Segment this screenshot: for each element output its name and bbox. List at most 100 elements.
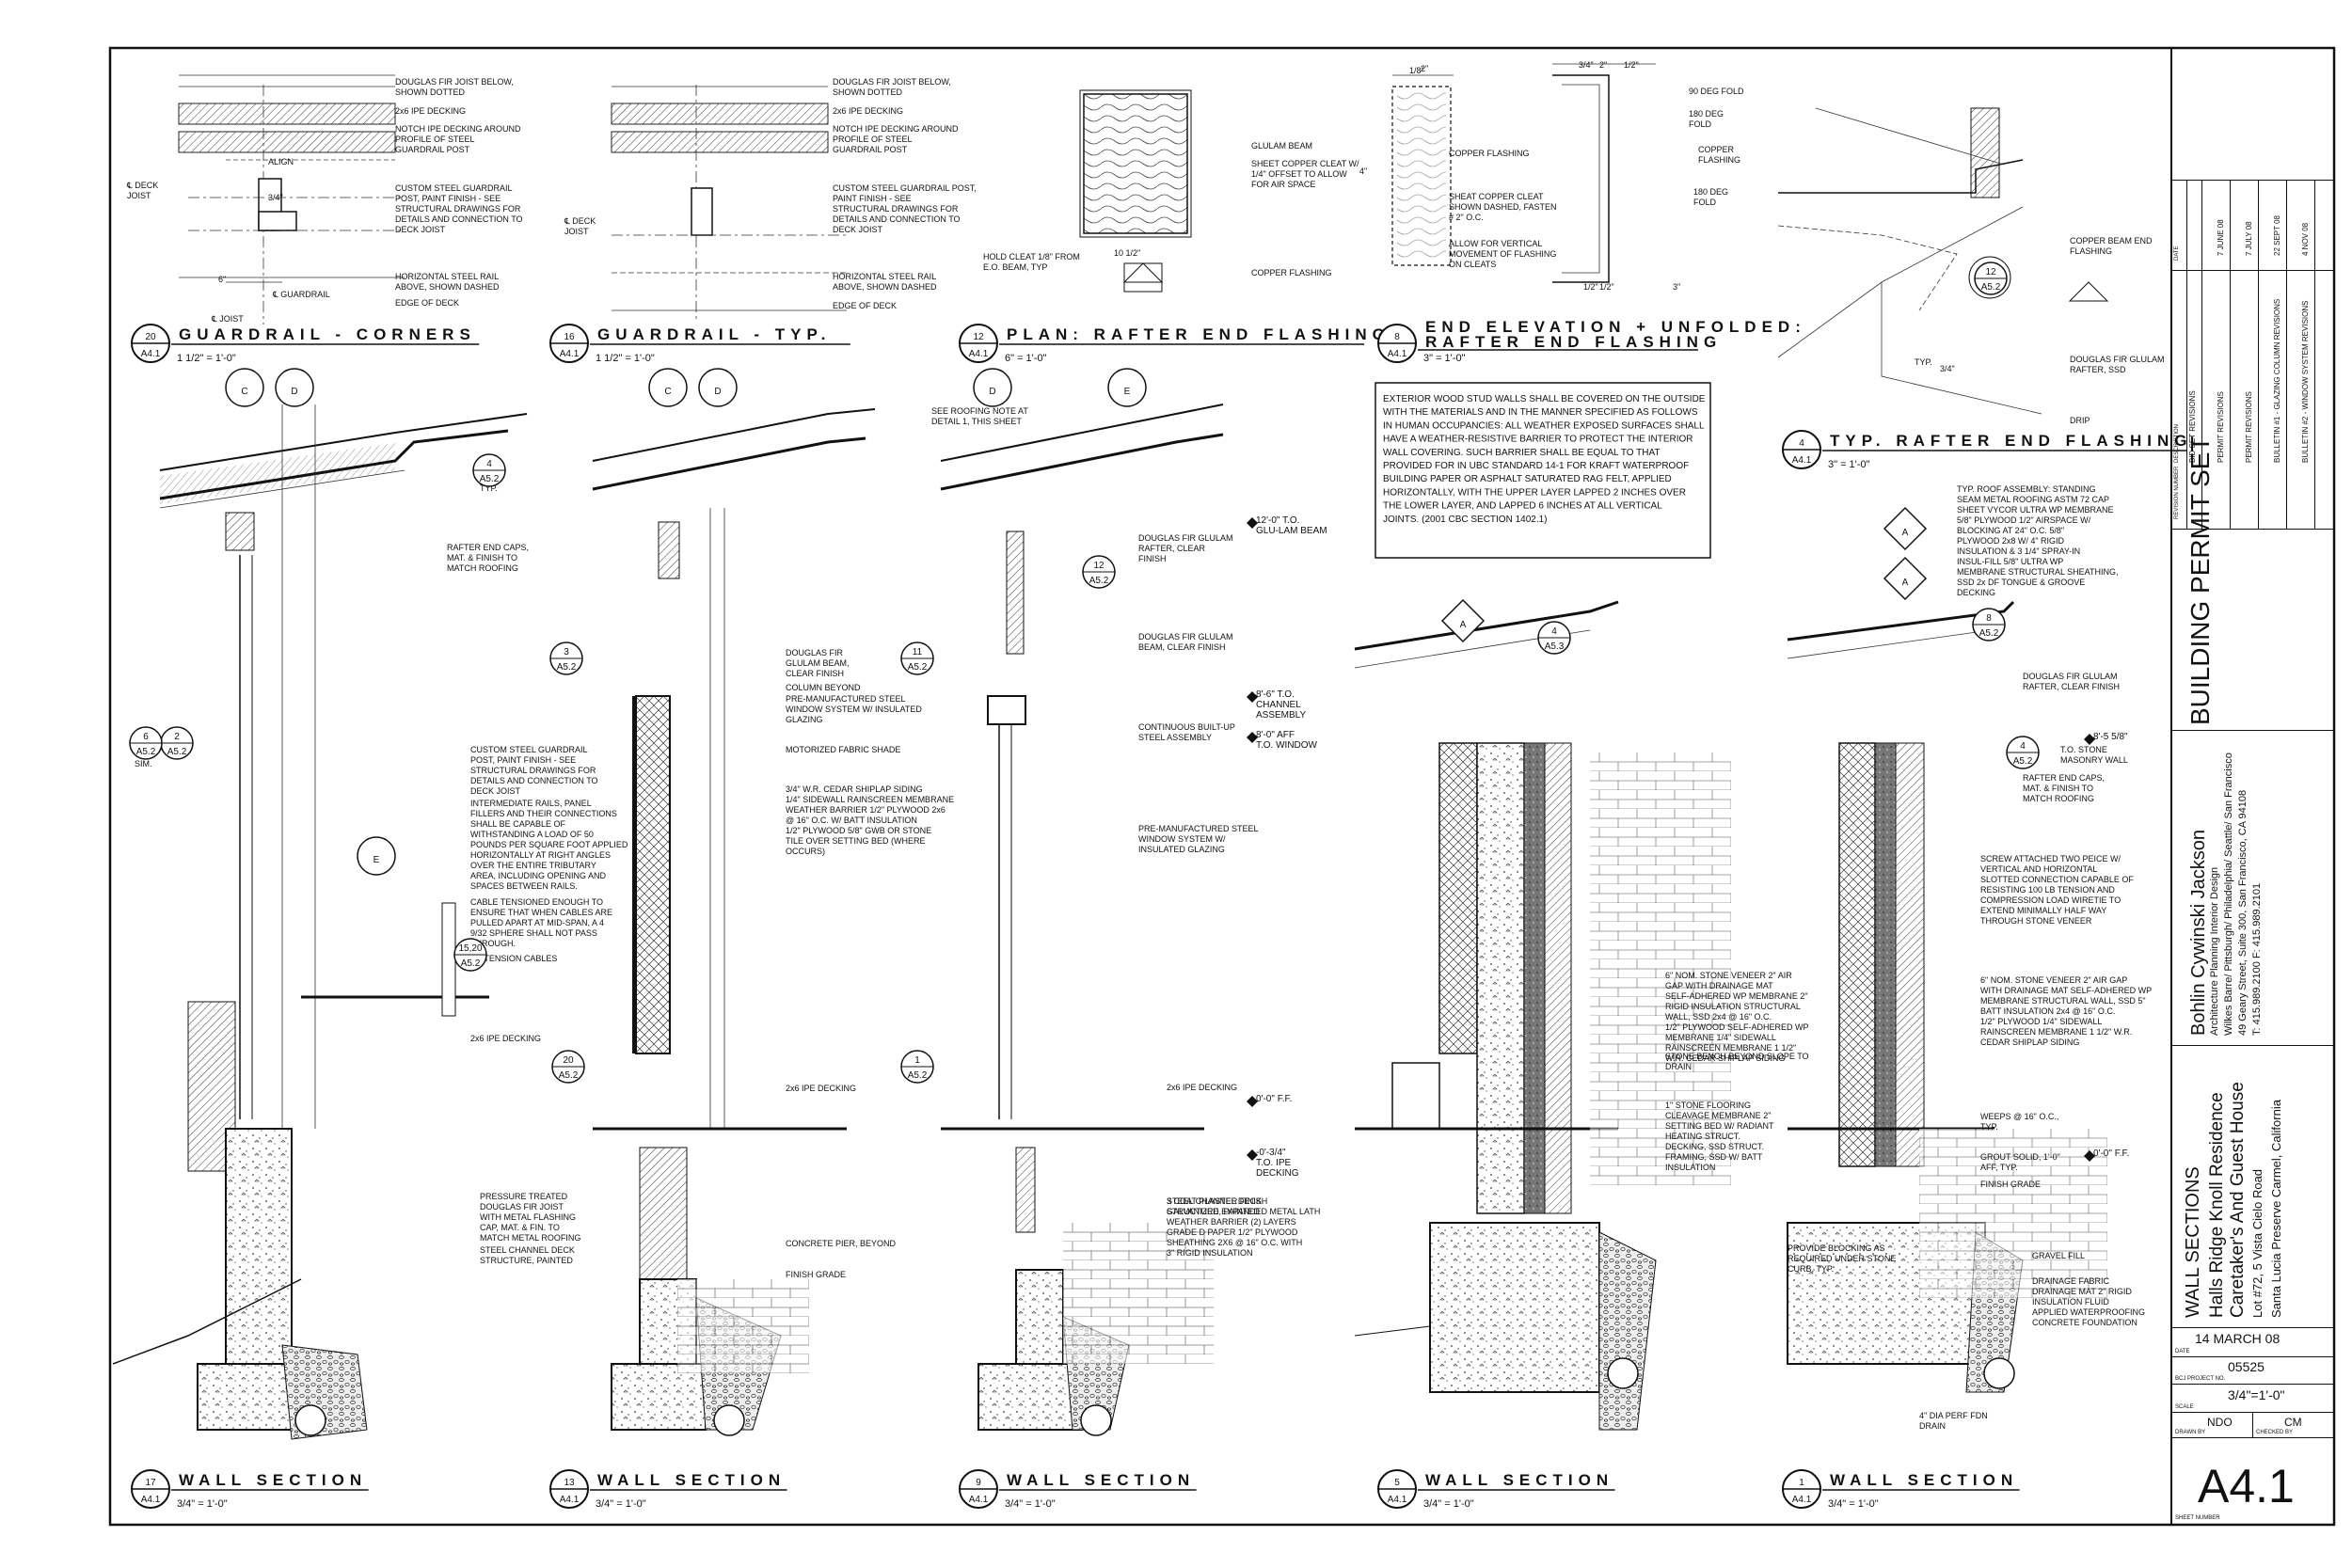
d4-note-2: DRIP [2070,416,2090,425]
grid-bubble-C: C [225,368,264,407]
grid-label: A [1902,578,1909,588]
detail-number: 9 [976,1478,981,1488]
ws17-note-5: 2x6 IPE DECKING [470,1034,541,1043]
grid-label: D [291,387,297,397]
ref-detail-number: 1 [914,1055,920,1066]
revision-desc: PERMIT REVISIONS [2217,391,2225,463]
wall-section-1 [1787,600,2107,1393]
ws13-note-1: COLUMN BEYOND [786,683,861,692]
d20-note-0: DOUGLAS FIR JOIST BELOW,SHOWN DOTTED [395,77,514,97]
ws13-note-5: 2x6 IPE DECKING [786,1084,856,1093]
detail-sheet-ref: A4.1 [141,1495,161,1505]
detail-sheet-ref: A4.1 [560,1495,580,1505]
section-ref-bubble: 3A5.2 [549,641,583,675]
d8-note-0: 90 DEG FOLD [1689,87,1744,96]
detail-number: 8 [1394,332,1400,342]
detail-12-plan-rafter-end-flashing [1079,89,1192,293]
d20-note-1: 2x6 IPE DECKING [395,106,466,116]
scale-value: 3/4"=1'-0" [2228,1387,2285,1402]
ref-sheet-number: A5.2 [1089,576,1109,586]
revision-desc: BULLETIN #1 - GLAZING COLUMN REVISIONS [2273,298,2281,463]
dimension-label: 6" [218,275,226,284]
wall-section-17 [112,404,528,1440]
d12-note-0: GLULAM BEAM [1251,141,1312,150]
dimension-label: 3" [1673,282,1680,292]
project-name-1: Halls Ridge Knoll Residence [2207,1092,2227,1318]
detail-scale: 3/4" = 1'-0" [177,1498,228,1510]
ref-sheet-number: A5.2 [908,662,928,673]
elevation-marker: 8'-5 5/8" [2084,732,2128,745]
wall-section-13 [592,408,876,1436]
detail-title-text: WALL SECTION [597,1471,786,1489]
project-address-1: Lot #72, 5 Vista Cielo Road [2250,1168,2265,1318]
dimension-label: 3/4" [268,193,283,202]
d16-note-0: DOUGLAS FIR JOIST BELOW,SHOWN DOTTED [833,77,951,97]
grid-label: C [241,387,247,397]
wall-section-9 [940,404,1224,1436]
ref-sheet-number: A5.2 [908,1070,928,1081]
ref-sheet-number: A5.2 [557,662,577,673]
ref-sheet-number: A5.3 [1545,641,1565,652]
detail-title-text: END ELEVATION + UNFOLDED: [1425,318,1806,336]
elevation-marker: 0'-0" F.F. [2084,1148,2129,1162]
dimension-label: 2" [1421,64,1428,73]
detail-sheet-ref: A4.1 [1388,349,1407,359]
revision-date: 7 JUNE 08 [2217,219,2225,256]
elevation-marker: 0'-0" F.F. [1247,1094,1292,1107]
grid-label: E [373,855,380,865]
ref-sheet-number: A5.2 [1979,628,1999,639]
detail-title-text: GUARDRAIL - CORNERS [179,325,476,343]
section-ref-bubble: 2A5.2 [160,726,194,760]
code-note: EXTERIOR WOOD STUD WALLS SHALL BE COVERE… [1383,394,1706,525]
ws13-note-6: CONCRETE PIER, BEYOND [786,1239,897,1248]
dimension-label: 4" [1359,166,1367,176]
detail-title-text: PLAN: RAFTER END FLASHING [1007,325,1391,343]
code-note-box [1375,382,1711,559]
date-value: 14 MARCH 08 [2195,1331,2280,1346]
elevation-label: 12'-0" T.O.GLU-LAM BEAM [1256,515,1327,536]
drawn-by: NDO [2207,1416,2233,1429]
ref-detail-number: 12 [1093,561,1104,571]
d20-note-8: ℄ JOIST [211,314,244,324]
detail-title-text: WALL SECTION [179,1471,367,1489]
ws17-note-8: TYP. [480,483,498,493]
dimension-label: 1/2" [1599,282,1614,292]
dimension-label: 1/8" [1409,66,1424,75]
grid-bubble-C: C [648,368,688,407]
dimension-label: 1/2" [1624,60,1639,70]
dimension-label: 3/4" [1579,60,1594,70]
detail-16-guardrail-typ [611,85,847,320]
project-name-2: Caretaker's And Guest House [2228,1082,2248,1318]
ws17-note-4: SS TENSION CABLES [470,954,557,963]
ref-detail-number: 4 [1551,626,1557,637]
ref-detail-number: 6 [143,732,149,742]
section-ref-bubble: 1A5.2 [900,1050,934,1084]
detail-title-text: GUARDRAIL - TYP. [597,325,831,343]
